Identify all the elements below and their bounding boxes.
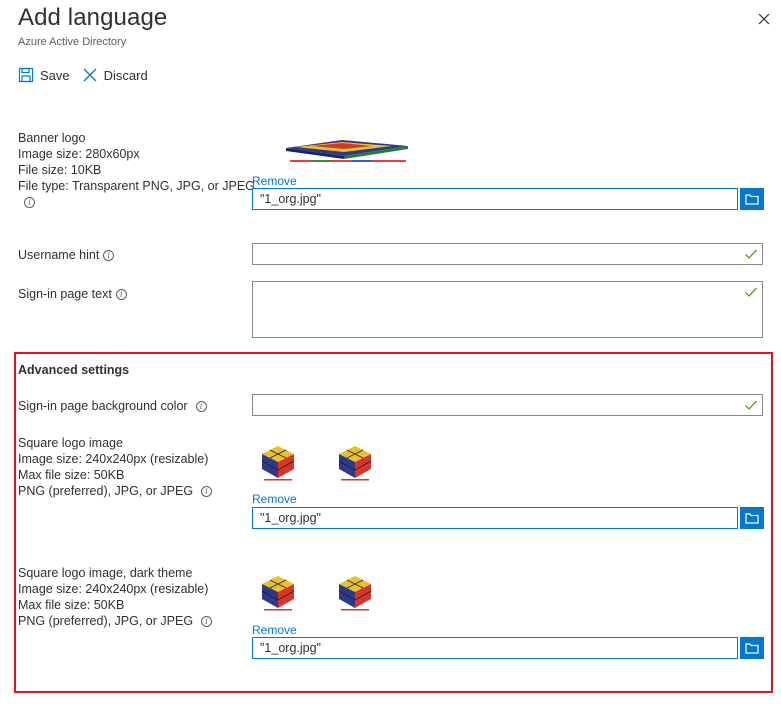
banner-logo-filetype: File type: Transparent PNG, JPG, or JPEG <box>18 179 255 193</box>
banner-file-value: "1_org.jpg" <box>260 192 321 206</box>
square-logo-dark-size: Image size: 240x240px (resizable) <box>18 582 209 596</box>
signin-text-text: Sign-in page text <box>18 287 112 301</box>
close-button[interactable] <box>753 8 775 30</box>
checkmark-icon <box>745 249 757 259</box>
save-button[interactable]: Save <box>18 67 70 83</box>
square-logo-dark-label: Square logo image, dark theme Image size… <box>18 565 213 629</box>
info-icon[interactable]: i <box>195 401 207 413</box>
bg-color-text: Sign-in page background color <box>18 399 188 413</box>
square-logo-preview <box>261 446 295 481</box>
square-logo-remove-link[interactable]: Remove <box>252 492 297 506</box>
square-logo-title: Square logo image <box>18 436 123 450</box>
panel-header: Add language Azure Active Directory Save… <box>0 0 781 96</box>
save-icon <box>18 67 34 83</box>
banner-logo-label: Banner logo Image size: 280x60px File si… <box>18 130 255 210</box>
info-icon[interactable]: i <box>201 616 213 628</box>
square-logo-dark-title: Square logo image, dark theme <box>18 566 193 580</box>
folder-icon <box>745 513 759 524</box>
square-logo-dark-file-input[interactable]: "1_org.jpg" <box>252 637 738 659</box>
square-logo-dark-filetype: PNG (preferred), JPG, or JPEG <box>18 614 194 628</box>
info-icon[interactable]: i <box>103 250 115 262</box>
folder-icon <box>745 194 759 205</box>
square-logo-dark-remove-link[interactable]: Remove <box>252 623 297 637</box>
square-logo-size: Image size: 240x240px (resizable) <box>18 452 209 466</box>
page-subtitle: Azure Active Directory <box>18 36 127 48</box>
toolbar: Save Discard <box>18 64 160 86</box>
banner-remove-link[interactable]: Remove <box>252 174 297 188</box>
banner-browse-button[interactable] <box>740 188 764 210</box>
square-logo-dark-browse-button[interactable] <box>740 637 764 659</box>
square-logo-label: Square logo image Image size: 240x240px … <box>18 435 213 499</box>
username-hint-text: Username hint <box>18 248 100 262</box>
folder-icon <box>745 643 759 654</box>
advanced-settings-title: Advanced settings <box>18 363 130 377</box>
signin-text-input[interactable] <box>252 281 763 338</box>
checkmark-icon <box>745 287 757 297</box>
discard-label: Discard <box>103 67 148 83</box>
save-label: Save <box>40 67 70 83</box>
banner-logo-size: Image size: 280x60px <box>18 147 140 161</box>
banner-logo-filesize: File size: 10KB <box>18 163 102 177</box>
square-logo-preview <box>338 446 372 481</box>
bg-color-input[interactable] <box>252 394 763 416</box>
square-logo-filesize: Max file size: 50KB <box>18 468 125 482</box>
banner-logo-preview <box>286 140 408 162</box>
square-logo-browse-button[interactable] <box>740 507 764 529</box>
banner-logo-title: Banner logo <box>18 131 86 145</box>
page-title: Add language <box>18 4 168 31</box>
square-logo-dark-filesize: Max file size: 50KB <box>18 598 125 612</box>
banner-file-input[interactable]: "1_org.jpg" <box>252 188 738 210</box>
info-icon[interactable]: i <box>24 197 35 209</box>
checkmark-icon <box>745 400 757 410</box>
square-logo-file-input[interactable]: "1_org.jpg" <box>252 507 738 529</box>
advanced-settings-highlight <box>14 352 773 693</box>
discard-icon <box>83 68 97 82</box>
discard-button[interactable]: Discard <box>82 67 148 83</box>
square-logo-dark-file-value: "1_org.jpg" <box>260 641 321 655</box>
close-icon <box>758 13 770 25</box>
info-icon[interactable]: i <box>201 486 213 498</box>
info-icon[interactable]: i <box>115 289 127 301</box>
square-logo-dark-preview <box>338 576 372 611</box>
square-logo-file-value: "1_org.jpg" <box>260 511 321 525</box>
bg-color-label: Sign-in page background color i <box>18 398 207 414</box>
square-logo-dark-preview <box>261 576 295 611</box>
username-hint-input[interactable] <box>252 243 763 265</box>
square-logo-filetype: PNG (preferred), JPG, or JPEG <box>18 484 194 498</box>
